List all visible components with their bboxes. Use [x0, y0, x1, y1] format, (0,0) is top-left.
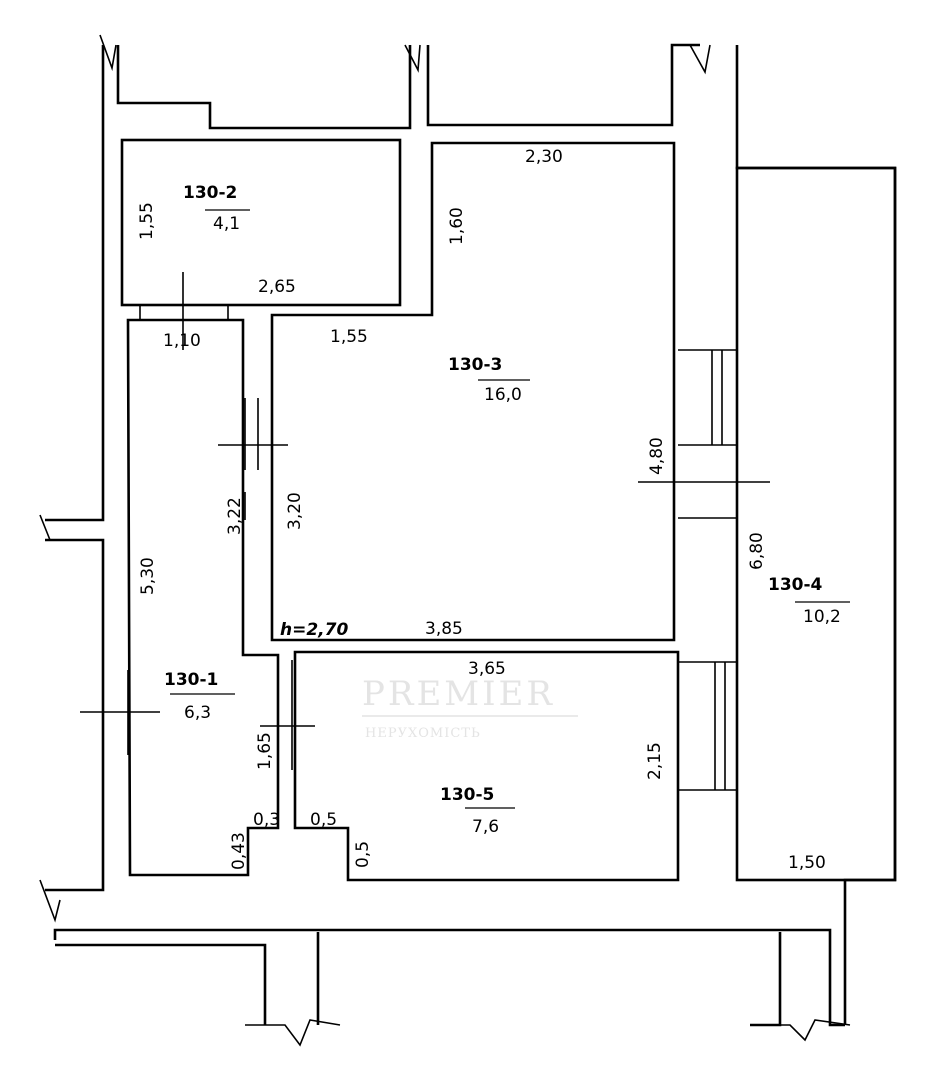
room-label-130-2: 130-2 [183, 183, 237, 203]
dim-r4-length: 6,80 [747, 532, 767, 570]
watermark: PREMIER НЕРУХОМІСТЬ [362, 674, 578, 741]
watermark-subtitle: НЕРУХОМІСТЬ [365, 726, 481, 741]
room-area-130-1: 6,3 [184, 703, 211, 723]
room-label-130-4: 130-4 [768, 575, 823, 595]
dim-door-1-10: 1,10 [163, 331, 201, 351]
door-window-marks [80, 272, 770, 791]
room-area-130-2: 4,1 [213, 214, 240, 234]
room-area-130-5: 7,6 [472, 817, 499, 837]
dim-r4-bottom: 1,50 [788, 853, 826, 873]
room-130-4-outline [735, 166, 897, 882]
room-130-2-outline [120, 138, 402, 307]
room-130-5-outline [293, 650, 680, 882]
dim-0-5-b: 0,5 [353, 841, 373, 868]
dim-0-43: 0,43 [229, 832, 249, 870]
dim-r3-left: 3,20 [285, 492, 305, 530]
dim-r5-right: 2,15 [645, 742, 665, 780]
dim-r3-top: 2,30 [525, 147, 563, 167]
room-130-3-outline [270, 141, 676, 642]
dim-corridor-3-22: 3,22 [225, 497, 245, 535]
room-130-1-outline [126, 318, 280, 877]
dim-r3-step: 1,55 [330, 327, 368, 347]
dim-0-5-a: 0,5 [310, 810, 337, 830]
dim-r3-left-upper: 1,60 [447, 207, 467, 245]
dim-r3-bottom: 3,85 [425, 619, 463, 639]
dim-r5-left: 1,65 [255, 732, 275, 770]
dim-r1-length: 5,30 [138, 557, 158, 595]
dim-r2-width: 2,65 [258, 277, 296, 297]
dim-r3-right: 4,80 [647, 437, 667, 475]
ceiling-height: h=2,70 [280, 620, 348, 640]
room-area-130-3: 16,0 [484, 385, 522, 405]
room-area-130-4: 10,2 [803, 607, 841, 627]
dim-r2-height: 1,55 [137, 202, 157, 240]
watermark-brand: PREMIER [362, 674, 555, 714]
room-label-130-5: 130-5 [440, 785, 494, 805]
room-label-130-3: 130-3 [448, 355, 502, 375]
dim-0-3: 0,3 [253, 810, 280, 830]
dim-r5-top: 3,65 [468, 659, 506, 679]
room-label-130-1: 130-1 [164, 670, 218, 690]
